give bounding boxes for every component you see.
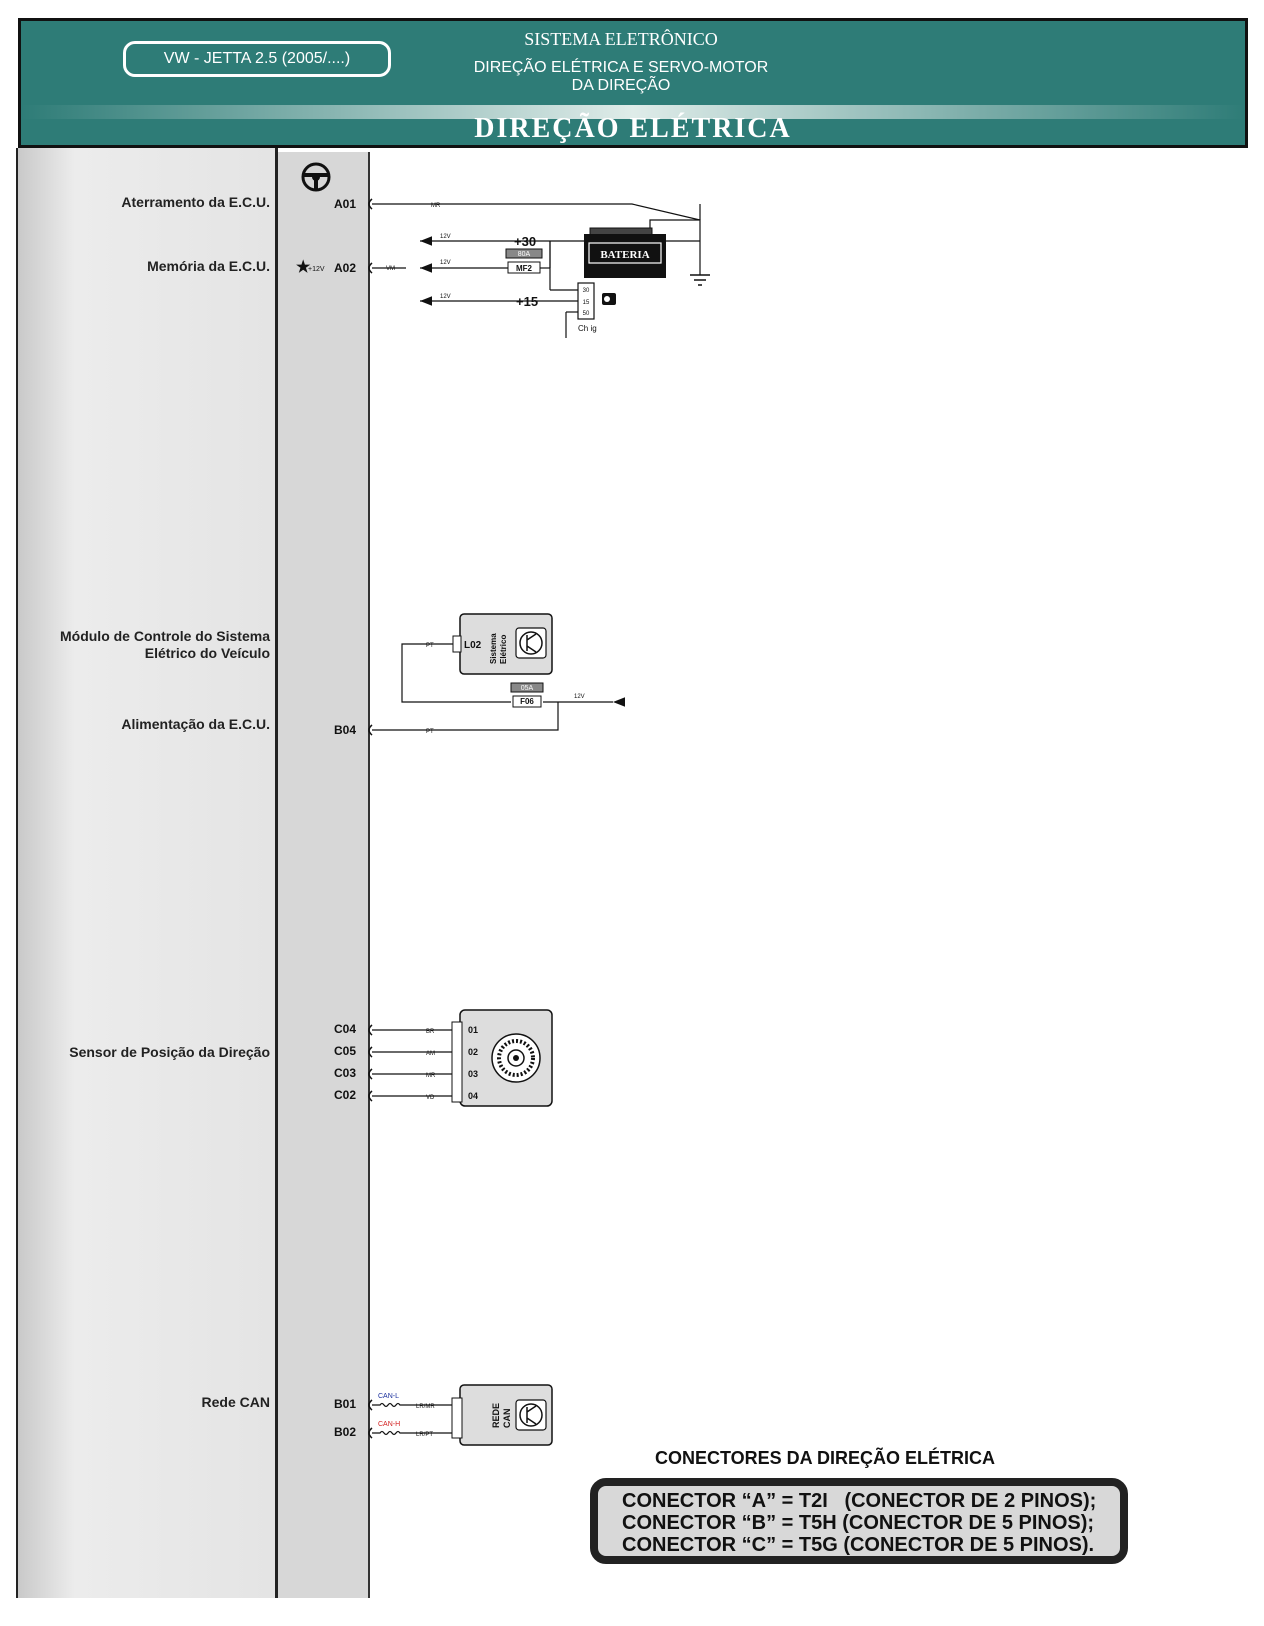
wire-b02-color: LR/PT <box>416 1432 433 1438</box>
fuse-f06-label: F06 <box>520 697 534 706</box>
connectors-legend: CONECTOR “A” = T2I (CONECTOR DE 2 PINOS)… <box>590 1478 1128 1564</box>
memory-voltage: +12V <box>308 266 325 273</box>
ecu-panel <box>278 152 370 1598</box>
ground-icon <box>690 274 710 286</box>
pin-c02: C02 <box>334 1088 356 1102</box>
connector-c-line: CONECTOR “C” = T5G (CONECTOR DE 5 PINOS)… <box>622 1534 1095 1556</box>
label-ground: Aterramento da E.C.U. <box>121 194 270 210</box>
wire-c03-color: MR <box>426 1073 436 1079</box>
wire-b01-can-l: CAN-L <box>378 1393 399 1400</box>
header-banner: VW - JETTA 2.5 (2005/....) SISTEMA ELETR… <box>18 18 1248 148</box>
wire-plus30-voltage: 12V <box>440 234 451 240</box>
label-supply: Alimentação da E.C.U. <box>121 716 270 732</box>
fuse-f06: 05A F06 <box>510 682 544 708</box>
plus30-label: +30 <box>514 234 536 249</box>
fuse-mf2-rating: 80A <box>518 251 531 258</box>
pin-b02: B02 <box>334 1425 356 1439</box>
fuse-mf2-label: MF2 <box>516 264 533 273</box>
sensor-pin-1: 01 <box>468 1025 478 1035</box>
label-sensor: Sensor de Posição da Direção <box>69 1044 270 1060</box>
wire-a01-color: MR <box>431 203 441 209</box>
module-name-line1: Sistema <box>489 633 498 664</box>
label-can: Rede CAN <box>201 1394 270 1410</box>
steering-wheel-icon <box>301 162 331 192</box>
pin-c05: C05 <box>334 1044 356 1058</box>
connector-a-line: CONECTOR “A” = T2I (CONECTOR DE 2 PINOS)… <box>622 1490 1097 1512</box>
system-title: SISTEMA ELETRÔNICO <box>524 29 718 49</box>
battery-label: BATERIA <box>600 249 649 261</box>
memory-star-icon: ★ <box>296 259 311 276</box>
vehicle-model-badge: VW - JETTA 2.5 (2005/....) <box>123 41 391 77</box>
wire-b01-color: LR/MR <box>416 1404 435 1410</box>
function-labels-panel <box>16 148 278 1598</box>
wire-b04-color: PT <box>426 729 434 735</box>
rotary-sensor-icon <box>491 1033 541 1083</box>
vehicle-control-module: L02 Sistema Elétrico <box>452 613 553 675</box>
header-stripe <box>21 105 1245 119</box>
can-module-line2: CAN <box>502 1409 512 1429</box>
module-pin: L02 <box>464 640 482 651</box>
ignition-key-icon <box>602 293 616 305</box>
ignition-label: Ch ig <box>578 324 597 333</box>
wire-a02-color: VM <box>386 266 395 272</box>
ignition-pin-50: 50 <box>583 311 590 317</box>
ignition-pin-30: 30 <box>583 288 590 294</box>
ignition-switch: 30 15 50 Ch ig <box>577 282 616 333</box>
pin-a01: A01 <box>334 197 356 211</box>
wire-module-color: PT <box>426 643 434 649</box>
label-memory: Memória da E.C.U. <box>147 258 270 274</box>
label-module-line1: Módulo de Controle do Sistema <box>59 628 270 644</box>
battery-icon: BATERIA <box>584 227 666 278</box>
transistor-icon <box>515 627 547 659</box>
pin-b04: B04 <box>334 723 356 737</box>
pin-a02: A02 <box>334 261 356 275</box>
plus15-label: +15 <box>516 294 538 309</box>
system-subtitle: DIREÇÃO ELÉTRICA E SERVO-MOTOR DA DIREÇÃ… <box>431 59 811 95</box>
wire-f06-voltage: 12V <box>574 694 585 700</box>
sensor-pin-3: 03 <box>468 1069 478 1079</box>
connector-b-line: CONECTOR “B” = T5H (CONECTOR DE 5 PINOS)… <box>622 1512 1095 1534</box>
label-module: Módulo de Controle do Sistema Elétrico d… <box>60 628 270 662</box>
can-network-module: REDE CAN <box>451 1384 553 1446</box>
wire-b02-can-h: CAN-H <box>378 1421 400 1428</box>
sensor-pin-4: 04 <box>468 1091 478 1101</box>
wire-c05-color: AM <box>426 1051 435 1057</box>
system-subtitle-line1: DIREÇÃO ELÉTRICA E SERVO-MOTOR <box>473 59 769 76</box>
ignition-pin-15: 15 <box>583 300 590 306</box>
fuse-mf2: 80A MF2 <box>505 248 543 274</box>
transistor-icon <box>515 1399 547 1431</box>
sensor-pin-2: 02 <box>468 1047 478 1057</box>
module-name-line2: Elétrico <box>499 635 508 664</box>
can-module-line1: REDE <box>491 1403 501 1428</box>
wire-c04-color: BR <box>426 1029 435 1035</box>
wire-c02-color: VD <box>426 1095 435 1101</box>
wire-a02-voltage: 12V <box>440 260 451 266</box>
label-module-line2: Elétrico do Veículo <box>144 645 270 661</box>
pin-c03: C03 <box>334 1066 356 1080</box>
steering-position-sensor: 01 02 03 04 <box>451 1009 553 1107</box>
system-subtitle-line2: DA DIREÇÃO <box>571 77 671 94</box>
pin-b01: B01 <box>334 1397 356 1411</box>
fuse-f06-rating: 05A <box>521 685 534 692</box>
wire-plus15-voltage: 12V <box>440 294 451 300</box>
connectors-title: CONECTORES DA DIREÇÃO ELÉTRICA <box>654 1448 996 1468</box>
pin-c04: C04 <box>334 1022 356 1036</box>
page-title: DIREÇÃO ELÉTRICA <box>474 113 792 144</box>
